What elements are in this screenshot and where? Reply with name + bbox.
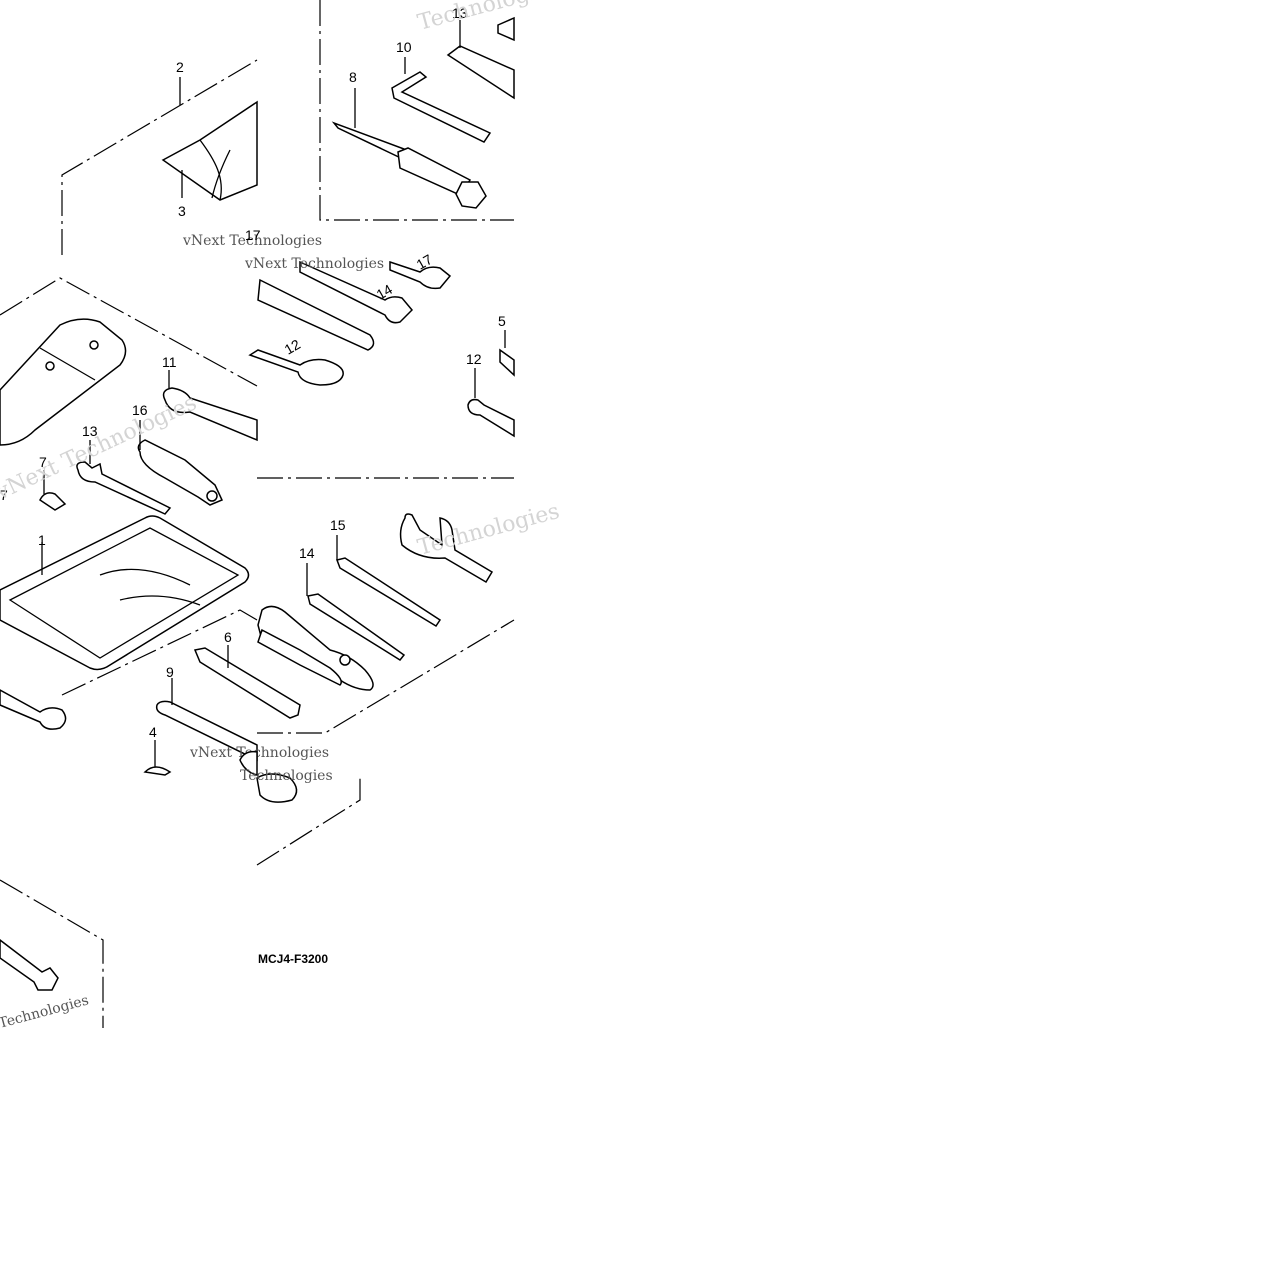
- watermark-text: Technologies: [240, 768, 333, 784]
- tile-box-wrenches: 12 14 17: [248, 251, 515, 479]
- callout-15: 15: [330, 517, 346, 533]
- callout-12: 12: [466, 351, 482, 367]
- callout-10: 10: [396, 39, 412, 55]
- callout-11: 11: [162, 354, 177, 370]
- watermark-text: vNext Technologies: [189, 745, 329, 761]
- callout-9: 9: [166, 664, 174, 680]
- watermark-text: Technologies: [415, 0, 562, 36]
- callout-13b: 13: [82, 423, 98, 439]
- tile-pouch-and-wrenches: [0, 277, 258, 515]
- callout-7: 7: [39, 454, 47, 470]
- callout-1: 1: [38, 532, 46, 548]
- watermark-text: vNext Technologies: [182, 233, 322, 249]
- tile-tool-bag: [61, 59, 258, 255]
- callout-6: 6: [224, 629, 232, 645]
- callout-7-cut: 7: [0, 487, 8, 503]
- wrench-stamp-17: 17: [414, 251, 436, 273]
- callout-16: 16: [132, 402, 148, 418]
- tile-extension-bar: [0, 879, 104, 1028]
- callout-3: 3: [178, 203, 186, 219]
- callout-17: 17: [245, 227, 261, 243]
- callout-13: 13: [452, 5, 468, 21]
- callout-5: 5: [498, 313, 506, 329]
- watermark-text: Technologies: [0, 992, 91, 1031]
- watermark-text: vNext Technologies: [244, 256, 384, 272]
- wrench-stamp-12: 12: [282, 336, 304, 358]
- callout-2: 2: [176, 59, 184, 75]
- wrench-stamp-14: 14: [374, 281, 396, 303]
- tile-envelope: [0, 515, 301, 776]
- callout-14: 14: [299, 545, 315, 561]
- callout-8: 8: [349, 69, 357, 85]
- watermark-text: Technologies: [415, 499, 562, 561]
- callout-4: 4: [149, 724, 157, 740]
- drawing-code: MCJ4-F3200: [258, 952, 328, 966]
- tile-socket-and-hex: [319, 0, 515, 221]
- tile-pliers-and-drivers: [239, 513, 515, 866]
